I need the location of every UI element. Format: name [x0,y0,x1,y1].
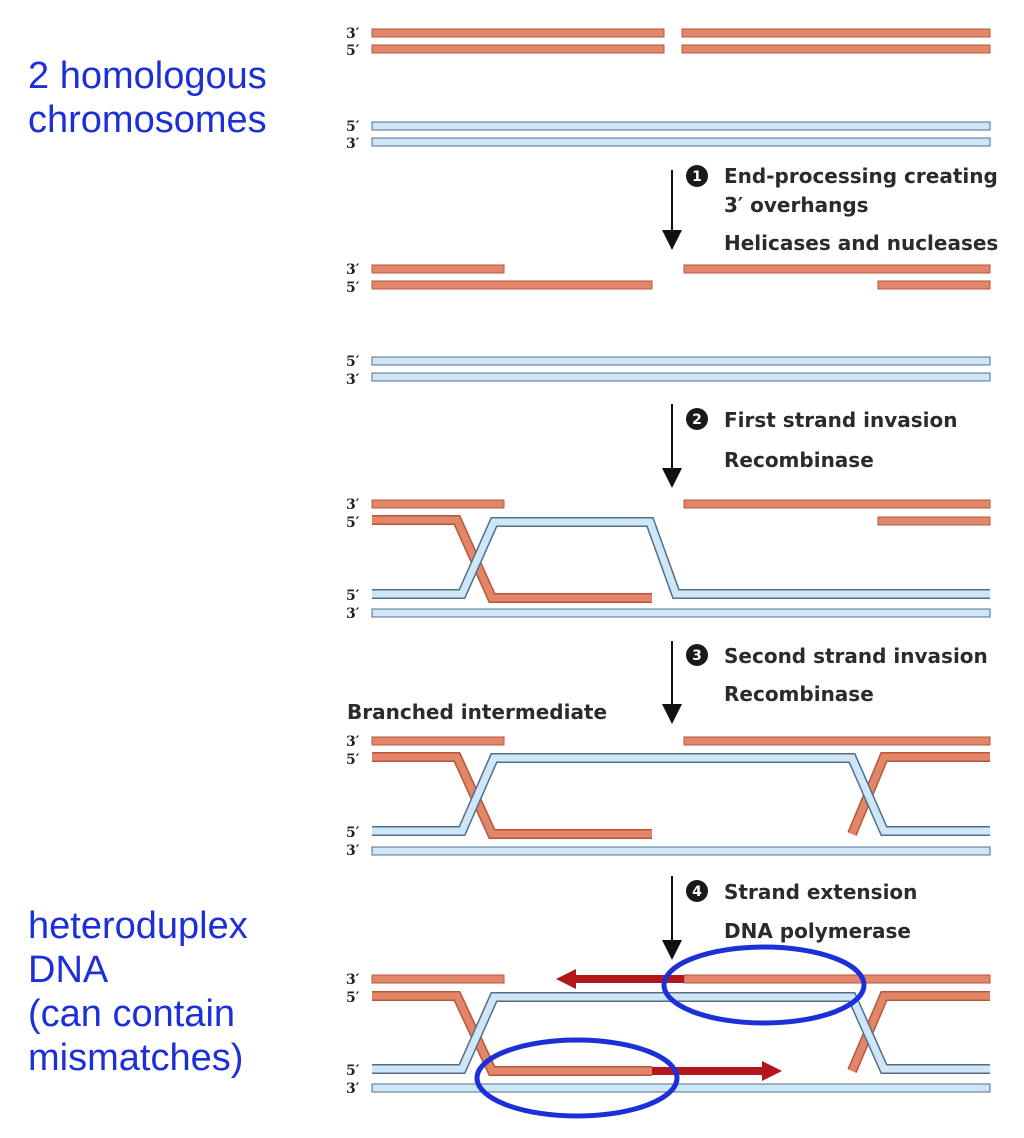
strand-end-label: 3′ [346,606,360,622]
red-strand [683,264,991,274]
stage-end-processing: 3′ 5′ 5′ 3′ [346,262,991,388]
red-invading-strand-fill [372,753,652,838]
step-title: Second strand invasion [724,644,988,668]
strand-end-label: 3′ [346,497,360,513]
red-strand [371,264,505,274]
step-enzyme: DNA polymerase [724,919,911,943]
step-title: Strand extension [724,880,917,904]
new-synthesis-top [572,975,684,983]
step-number: 4 [692,884,702,900]
step-number: 2 [692,412,702,428]
strand-end-label: 5′ [346,280,360,296]
step-title: First strand invasion [724,408,958,432]
strand-end-label: 5′ [346,752,360,768]
heteroduplex-label: heteroduplex DNA (can contain mismatches… [28,904,248,1080]
strand-end-label: 5′ [346,588,360,604]
strand-end-label: 3′ [346,262,360,278]
strand-end-label: 3′ [346,734,360,750]
strand-end-label: 3′ [346,972,360,988]
step-number-badge [686,880,708,902]
step-title-line2: 3′ overhangs [724,193,869,217]
strand-end-label: 3′ [346,843,360,859]
side-label-line: mismatches) [28,1037,244,1079]
red-strand [371,280,653,290]
side-label-line: DNA [28,949,109,991]
red-second-end-fill [848,753,990,836]
red-strand [681,44,991,54]
step-enzyme: Recombinase [724,682,874,706]
strand-end-label: 3′ [346,372,360,388]
red-second-end-fill [848,992,990,1073]
synthesis-arrowhead-right [762,1061,782,1081]
blue-strand [371,608,991,618]
strand-end-label: 5′ [346,354,360,370]
branched-intermediate-label: Branched intermediate [347,700,607,724]
red-invading-strand [372,515,652,603]
stage-intact-chromosomes: 3′ 5′ 5′ 3′ [346,26,991,152]
step-title: End-processing creating [724,164,998,188]
blue-displaced-loop-fill [372,993,990,1073]
strand-end-label: 3′ [346,26,360,42]
step-number-badge [686,165,708,187]
strand-end-label: 3′ [346,1081,360,1097]
blue-strand [371,356,991,366]
blue-displaced-loop-fill [372,518,990,598]
synthesis-arrowhead-left [556,969,576,989]
heteroduplex-highlight-top [661,944,867,1026]
red-strand [371,28,665,38]
side-label-line: (can contain [28,993,236,1035]
step-number: 3 [692,648,702,664]
blue-strand [371,137,991,147]
new-synthesis-bottom [652,1067,764,1075]
step-2: 2 First strand invasion Recombinase [662,404,958,488]
red-invading-strand [372,991,652,1076]
step-4: 4 Strand extension DNA polymerase [662,876,917,960]
red-strand [371,974,505,984]
blue-strand [371,846,991,856]
strand-end-label: 5′ [346,43,360,59]
step-number: 1 [692,169,702,185]
heteroduplex-highlight-bottom [474,1037,680,1119]
side-label-line: heteroduplex [28,905,248,947]
red-invading-strand-fill [372,992,652,1075]
blue-strand [371,1083,991,1093]
red-strand [371,736,505,746]
step-1: 1 End-processing creating 3′ overhangs H… [662,164,998,255]
blue-strand [371,121,991,131]
strand-end-label: 5′ [346,825,360,841]
step-3: 3 Second strand invasion Recombinase [662,641,988,724]
strand-end-label: 3′ [346,136,360,152]
red-strand [877,516,991,526]
stage-first-invasion: 3′ 5′ 5′ 3′ [346,497,991,622]
strand-end-label: 5′ [346,1063,360,1079]
strand-end-label: 5′ [346,119,360,135]
red-strand [877,280,991,290]
red-strand [683,736,991,746]
homologous-chromosomes-label: 2 homologous chromosomes [28,54,267,142]
red-strand [683,974,991,984]
side-label-line: chromosomes [28,99,267,141]
strand-end-label: 5′ [346,515,360,531]
stage-strand-extension: 3′ 5′ 5′ 3′ [346,944,991,1119]
stage-second-invasion: 3′ 5′ 5′ 3′ [346,734,991,859]
step-number-badge [686,644,708,666]
red-invading-strand [372,752,652,839]
red-strand [371,499,505,509]
step-number-badge [686,408,708,430]
side-label-line: 2 homologous [28,55,267,97]
red-invading-strand-fill [372,516,652,602]
strand-end-label: 5′ [346,990,360,1006]
red-strand [371,44,665,54]
blue-strand [371,372,991,382]
step-enzyme: Recombinase [724,448,874,472]
blue-displaced-loop-fill [372,754,990,835]
red-strand [681,28,991,38]
step-enzyme: Helicases and nucleases [724,231,998,255]
red-strand [683,499,991,509]
